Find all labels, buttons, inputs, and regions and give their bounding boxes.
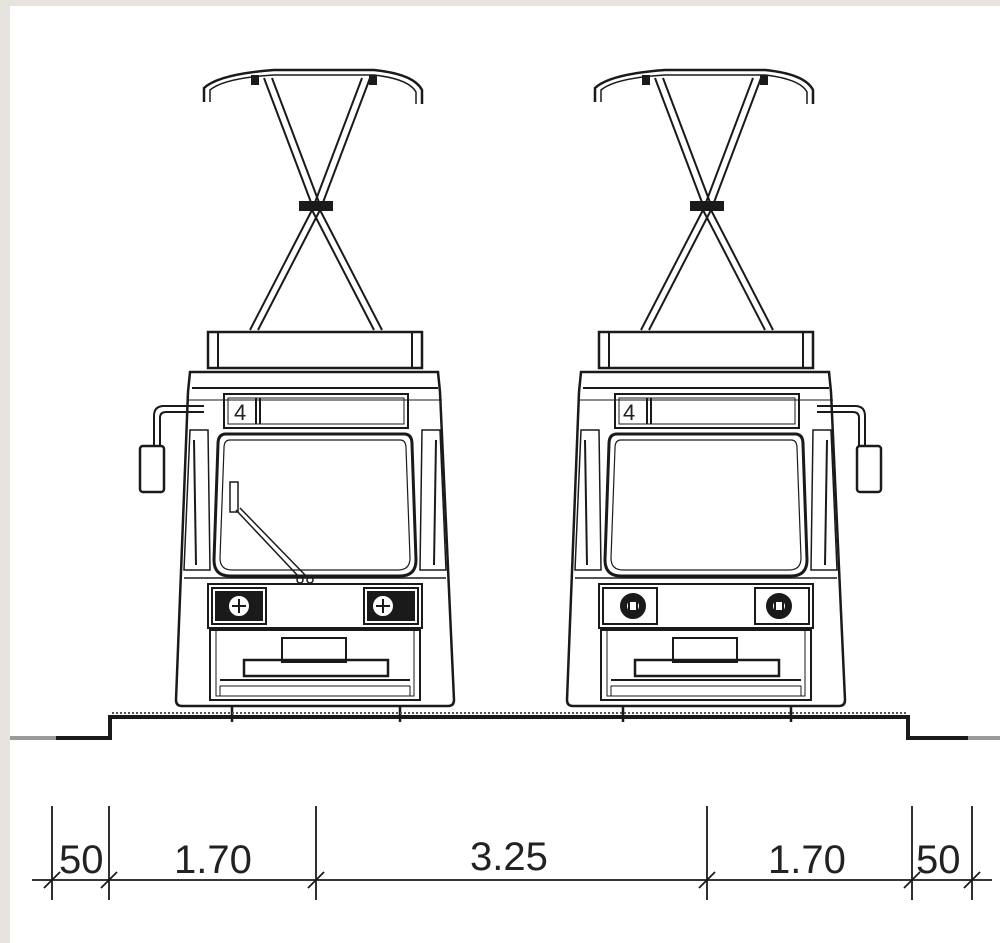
dimension-label-center: 3.25 <box>470 835 548 879</box>
dimension-label-left-tram: 1.70 <box>174 838 252 882</box>
right-tram-route-number: 4 <box>623 400 635 425</box>
track-platform <box>10 712 1000 740</box>
left-tram-route-number: 4 <box>234 400 246 425</box>
dimension-label-left-edge: 50 <box>59 838 104 882</box>
right-tram: 4 <box>565 68 883 724</box>
dimension-label-right-tram: 1.70 <box>768 838 846 882</box>
dimension-label-right-edge: 50 <box>916 838 961 882</box>
left-tram: 4 <box>138 68 456 724</box>
dimension-line <box>32 806 992 900</box>
